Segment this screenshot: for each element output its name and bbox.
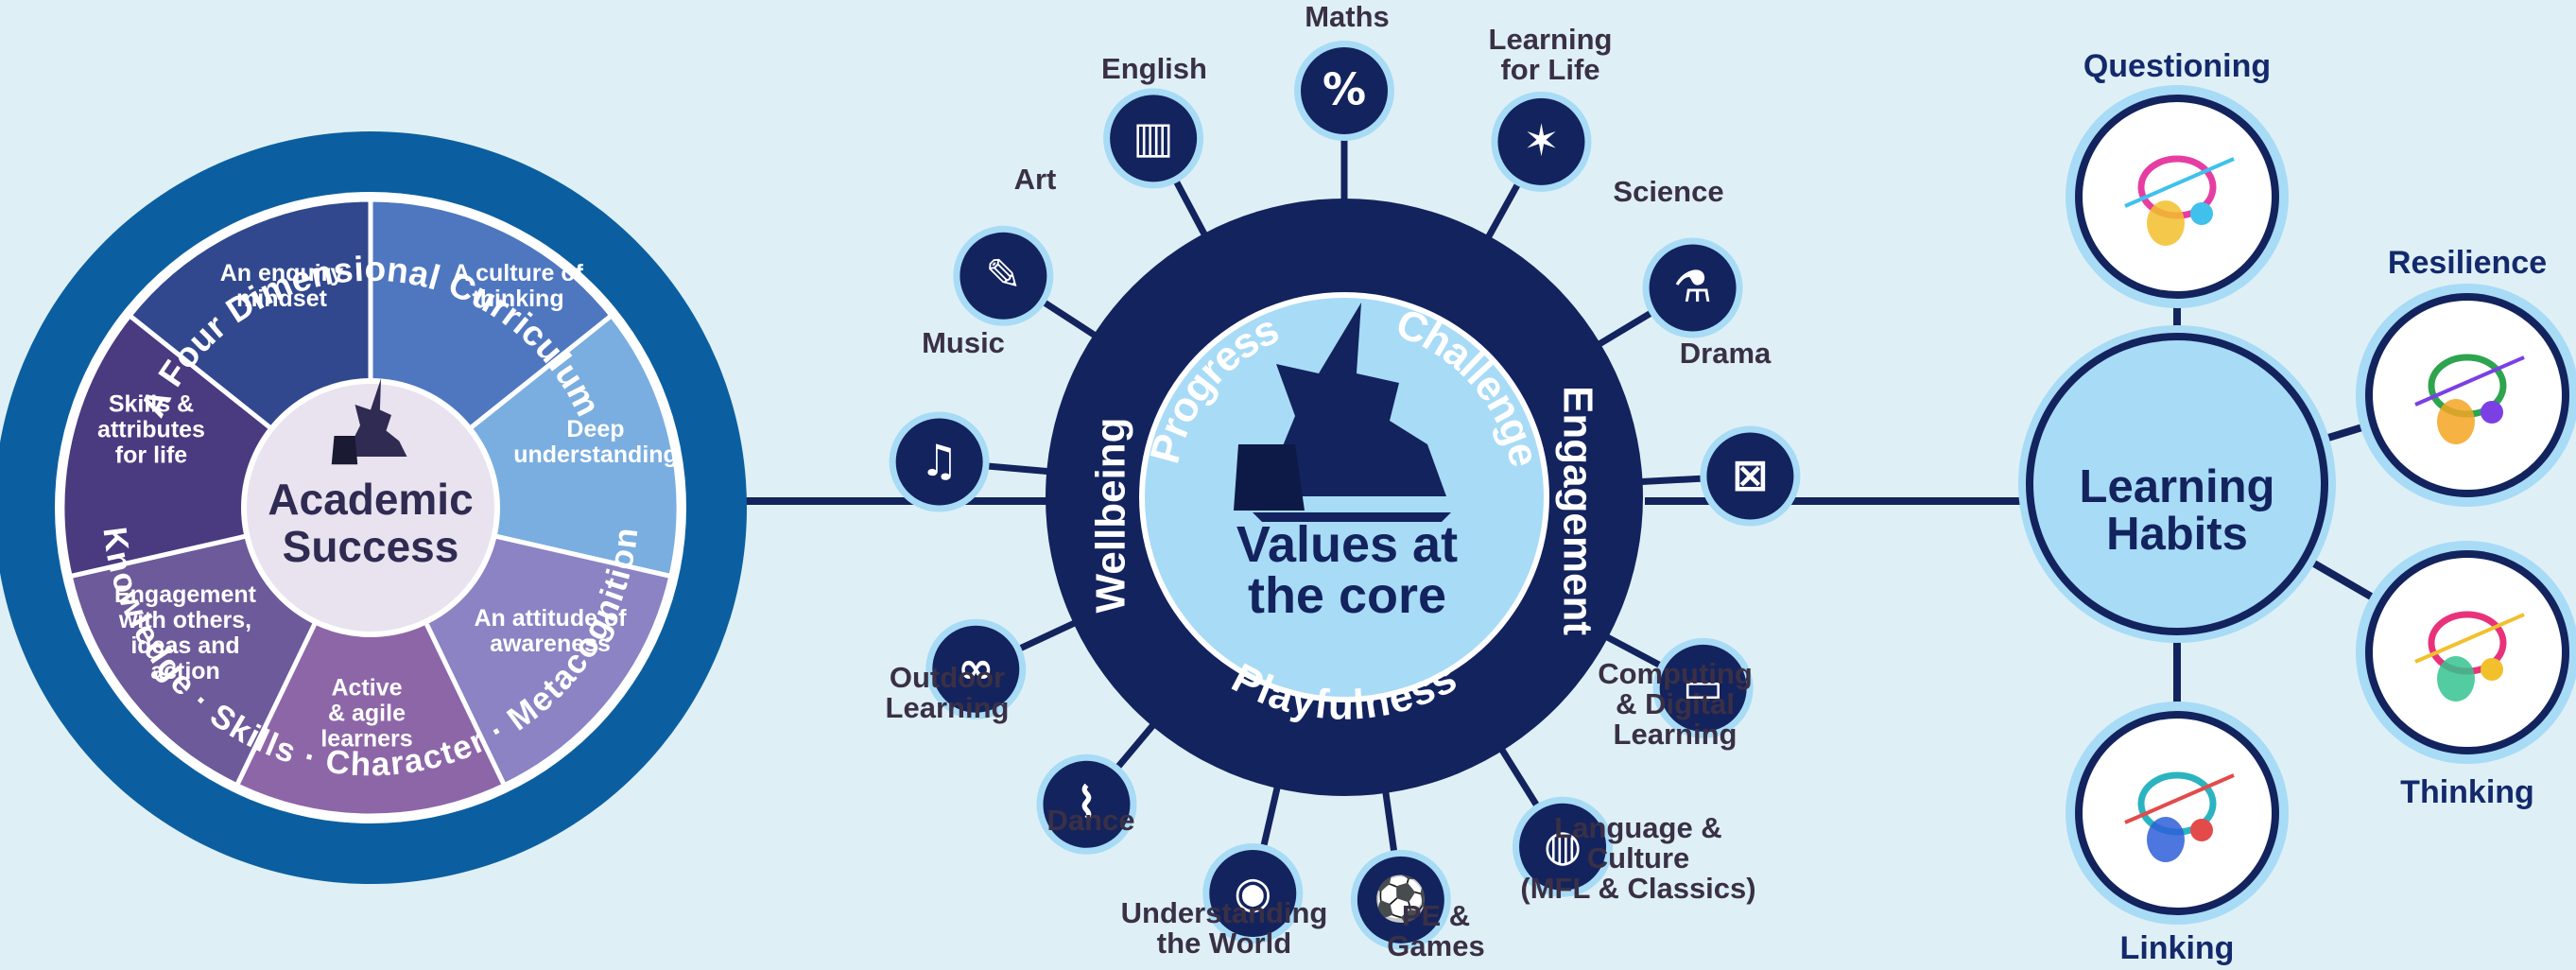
subject-icons: % ✶ ⚗ ⊠ ▭ ◍ ⚽ ◉ ⌇ ∞ ♫ ✎ ▥	[889, 41, 1801, 950]
curriculum-wheel: A Four Dimensional Curriculum Knowledge …	[0, 131, 747, 884]
svg-text:⊠: ⊠	[1732, 449, 1769, 500]
curriculum-segment-label: Engagement with others, ideas and action	[113, 581, 257, 684]
directors-chair-icon: ⊠	[1700, 425, 1801, 527]
chameleon-icon	[2356, 284, 2576, 507]
academic-success-title: Academic Success	[268, 475, 474, 571]
subject-label: Science	[1613, 175, 1724, 208]
svg-text:✶: ✶	[1523, 114, 1560, 165]
svg-text:∞: ∞	[958, 642, 994, 693]
svg-text:⚽: ⚽	[1372, 873, 1427, 924]
svg-text:✎: ✎	[985, 249, 1022, 300]
curriculum-segment-label: Deep understanding	[513, 416, 678, 468]
curriculum-center-disc	[241, 378, 500, 637]
habit-label: Resilience	[2387, 245, 2548, 281]
values-core-title: Values at the core	[1236, 516, 1459, 624]
value-engagement: Engagement	[1554, 386, 1600, 635]
habit-label: Thinking	[2400, 774, 2534, 810]
globe-people-icon: ◍	[1513, 796, 1614, 897]
curriculum-segment-label: Active & agile learners	[320, 674, 413, 753]
subject-label: Maths	[1305, 0, 1390, 33]
music-note-icon: ♫	[889, 411, 990, 512]
curriculum-segment-label: An attitude of awareness	[474, 605, 627, 657]
unicorn-crest-small-icon	[331, 378, 407, 465]
unicorn-crest-icon	[1234, 303, 1451, 522]
habit-bubbles	[2066, 85, 2576, 925]
svg-text:◉: ◉	[1234, 866, 1271, 917]
svg-text:▥: ▥	[1132, 112, 1173, 163]
subject-label: Art	[1013, 163, 1057, 196]
curriculum-segment	[233, 502, 508, 819]
binoculars-icon: ∞	[925, 618, 1027, 719]
open-book-icon: ▥	[1103, 88, 1204, 189]
subject-label: Outdoor Learning	[885, 661, 1010, 724]
svg-text:♫: ♫	[920, 435, 959, 486]
subject-label: Learning for Life	[1488, 23, 1613, 86]
subject-label: Drama	[1679, 337, 1772, 370]
habits-hub	[2026, 333, 2328, 635]
learning-habits-cluster	[2018, 85, 2576, 925]
earth-icon: ◉	[1202, 842, 1304, 944]
curious-monkey-icon	[2066, 85, 2289, 308]
values-core-disc	[1145, 298, 1544, 697]
learning-habits-title: Learning Habits	[2079, 461, 2275, 560]
svg-text:▭: ▭	[1683, 661, 1723, 712]
subject-label: English	[1101, 52, 1207, 85]
monitor-icon: ▭	[1652, 637, 1754, 738]
percent-icon: %	[1294, 41, 1394, 141]
spider-web-icon	[2066, 702, 2289, 925]
habit-label: Questioning	[2083, 48, 2272, 84]
subject-label: Language & Culture (MFL & Classics)	[1520, 811, 1756, 905]
subject-label: PE & Games	[1387, 899, 1485, 962]
values-wheel: Progress Challenge Playfulness Wellbeing…	[889, 41, 1801, 950]
subject-label: Computing & Digital Learning	[1598, 657, 1753, 751]
paintbrush-icon: ✎	[953, 225, 1054, 326]
football-icon: ⚽	[1350, 849, 1451, 950]
svg-text:⚗: ⚗	[1673, 261, 1712, 312]
habit-label: Linking	[2119, 930, 2235, 966]
svg-text:◍: ◍	[1544, 820, 1582, 871]
thinking-bird-icon	[2356, 541, 2576, 764]
person-star-icon: ✶	[1491, 91, 1592, 192]
svg-text:%: %	[1323, 64, 1366, 115]
subject-label: Dance	[1046, 804, 1135, 837]
curriculum-segment-label: A culture of thinking	[453, 260, 583, 312]
subject-label: Music	[922, 326, 1005, 359]
svg-text:⌇: ⌇	[1076, 777, 1097, 828]
curriculum-segment-label: An enquiry mindset	[219, 260, 344, 312]
value-wellbeing: Wellbeing	[1088, 418, 1134, 614]
microscope-icon: ⚗	[1642, 237, 1743, 338]
subject-label: Understanding the World	[1120, 896, 1328, 960]
ballet-shoes-icon: ⌇	[1036, 753, 1137, 855]
curriculum-segment-label: Skills & attributes for life	[97, 390, 205, 469]
